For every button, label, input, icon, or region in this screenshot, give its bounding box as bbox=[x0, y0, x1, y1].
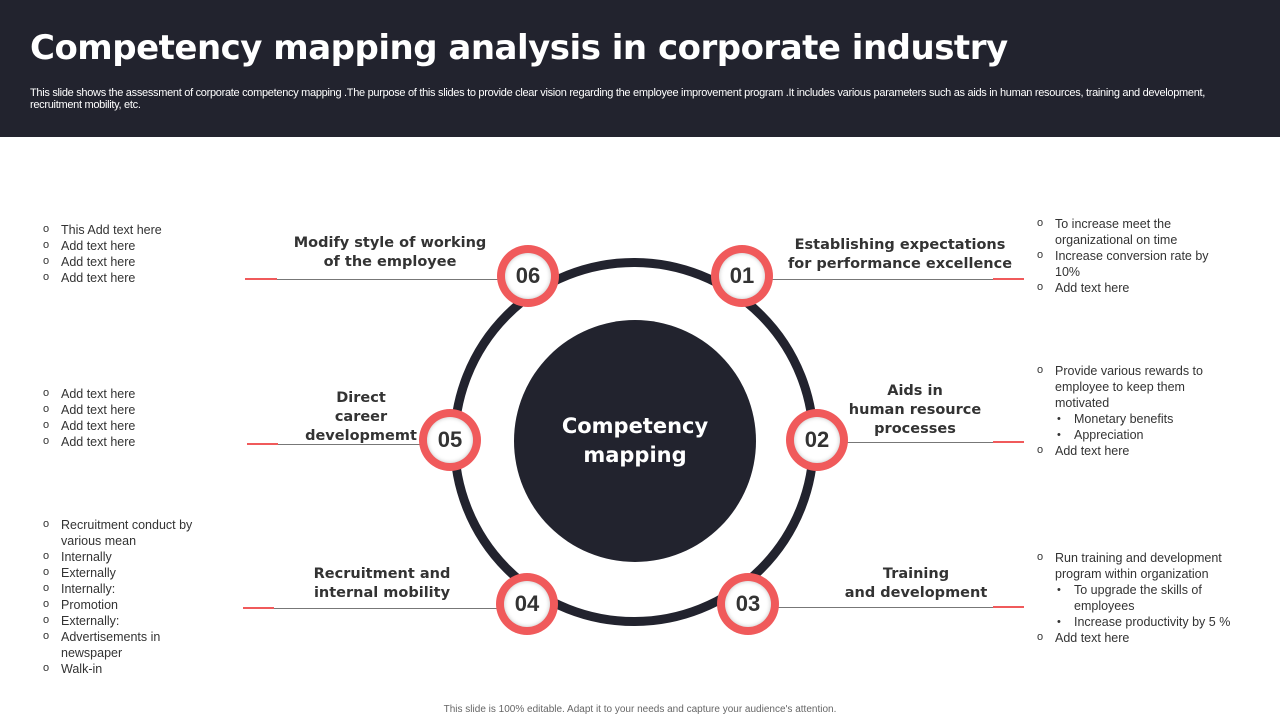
page-subtitle: This slide shows the assessment of corpo… bbox=[30, 87, 1206, 111]
list-item: To upgrade the skills of employees bbox=[1037, 582, 1252, 614]
header: Competency mapping analysis in corporate… bbox=[0, 0, 1280, 137]
list-item: Add text here bbox=[43, 237, 223, 254]
step-badge-02: 02 bbox=[786, 409, 848, 471]
step-list-04: Recruitment conduct by various meanInter… bbox=[43, 516, 223, 677]
list-item: Increase productivity by 5 % bbox=[1037, 614, 1252, 630]
step-list-05: Add text hereAdd text hereAdd text hereA… bbox=[43, 385, 223, 450]
list-item: Recruitment conduct by various mean bbox=[43, 516, 223, 549]
step-badge-04: 04 bbox=[496, 573, 558, 635]
list-item: This Add text here bbox=[43, 221, 223, 238]
step-list-02: Provide various rewards to employee to k… bbox=[1037, 362, 1237, 459]
list-item: Internally: bbox=[43, 580, 223, 597]
footer-note: This slide is 100% editable. Adapt it to… bbox=[443, 704, 837, 715]
list-item: Externally: bbox=[43, 612, 223, 629]
step-list-06: This Add text hereAdd text hereAdd text … bbox=[43, 221, 223, 286]
list-item: Add text here bbox=[1037, 279, 1237, 296]
list-item: Add text here bbox=[43, 253, 223, 270]
list-item: Add text here bbox=[43, 269, 223, 286]
list-item: Add text here bbox=[43, 401, 223, 418]
list-item: To increase meet the organizational on t… bbox=[1037, 215, 1237, 248]
step-badge-06: 06 bbox=[497, 245, 559, 307]
list-item: Increase conversion rate by 10% bbox=[1037, 247, 1237, 280]
step-badge-03: 03 bbox=[717, 573, 779, 635]
list-item: Add text here bbox=[43, 417, 223, 434]
list-item: Promotion bbox=[43, 596, 223, 613]
center-circle: Competency mapping bbox=[514, 320, 756, 562]
list-item: Internally bbox=[43, 548, 223, 565]
step-badge-01: 01 bbox=[711, 245, 773, 307]
step-list-01: To increase meet the organizational on t… bbox=[1037, 215, 1237, 296]
list-item: Provide various rewards to employee to k… bbox=[1037, 362, 1237, 411]
list-item: Appreciation bbox=[1037, 427, 1237, 443]
list-item: Advertisements in newspaper bbox=[43, 628, 223, 661]
step-badge-05: 05 bbox=[419, 409, 481, 471]
list-item: Add text here bbox=[43, 385, 223, 402]
step-list-03: Run training and development program wit… bbox=[1037, 549, 1252, 646]
list-item: Run training and development program wit… bbox=[1037, 549, 1252, 582]
list-item: Add text here bbox=[1037, 442, 1237, 459]
center-label: Competency bbox=[561, 414, 709, 438]
list-item: Add text here bbox=[1037, 629, 1252, 646]
center-label: mapping bbox=[583, 443, 687, 467]
list-item: Monetary benefits bbox=[1037, 411, 1237, 427]
list-item: Externally bbox=[43, 564, 223, 581]
page-title: Competency mapping analysis in corporate… bbox=[30, 28, 1008, 68]
list-item: Walk-in bbox=[43, 660, 223, 677]
list-item: Add text here bbox=[43, 433, 223, 450]
